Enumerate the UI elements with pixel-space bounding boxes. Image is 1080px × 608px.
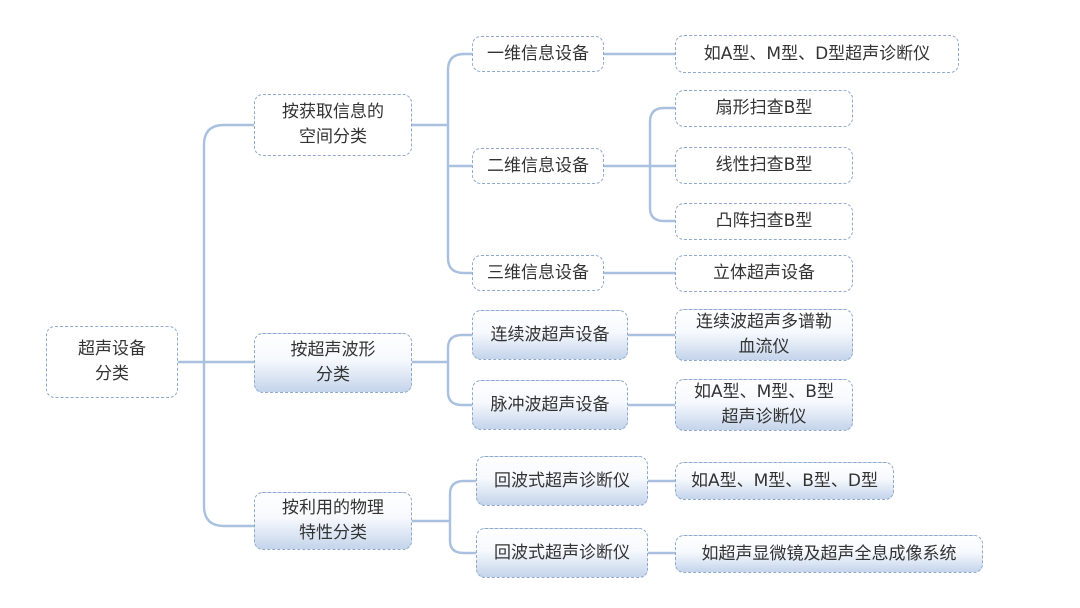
subcategory-label: 脉冲波超声设备 xyxy=(490,394,610,415)
subcategory-continuous-wave: 连续波超声设备 xyxy=(472,310,628,360)
subcategory-1d: 一维信息设备 xyxy=(472,36,604,72)
subcategory-3d: 三维信息设备 xyxy=(472,255,604,291)
subcategory-label: 回波式超声诊断仪 xyxy=(494,542,630,563)
leaf-label: 凸阵扫查B型 xyxy=(715,211,813,231)
leaf-echo-examples: 如A型、M型、B型、D型 xyxy=(675,462,894,500)
leaf-stereo-ultrasound: 立体超声设备 xyxy=(675,255,853,292)
category-physical: 按利用的物理 特性分类 xyxy=(254,492,412,550)
leaf-label: 连续波超声多谱勒 血流仪 xyxy=(696,312,832,357)
leaf-label: 如A型、M型、D型超声诊断仪 xyxy=(703,43,931,64)
category-waveform: 按超声波形 分类 xyxy=(254,333,412,393)
leaf-label: 线性扫查B型 xyxy=(715,155,813,175)
category-label: 按获取信息的 空间分类 xyxy=(282,102,384,147)
leaf-doppler-flowmeter: 连续波超声多谱勒 血流仪 xyxy=(675,309,853,361)
leaf-label: 立体超声设备 xyxy=(713,263,815,283)
subcategory-pulse-wave: 脉冲波超声设备 xyxy=(472,380,628,430)
subcategory-label: 回波式超声诊断仪 xyxy=(494,470,630,491)
leaf-sector-scan: 扇形扫查B型 xyxy=(675,90,853,127)
category-spatial: 按获取信息的 空间分类 xyxy=(254,94,412,156)
leaf-label: 扇形扫查B型 xyxy=(715,98,813,118)
leaf-pulse-examples: 如A型、M型、B型 超声诊断仪 xyxy=(675,379,853,431)
leaf-label: 如A型、M型、B型 超声诊断仪 xyxy=(694,382,834,427)
root-label: 超声设备 分类 xyxy=(78,339,146,384)
subcategory-label: 三维信息设备 xyxy=(487,262,589,283)
subcategory-2d: 二维信息设备 xyxy=(472,148,604,184)
subcategory-echo-1: 回波式超声诊断仪 xyxy=(476,456,648,506)
leaf-label: 如A型、M型、B型、D型 xyxy=(690,470,879,491)
category-label: 按利用的物理 特性分类 xyxy=(282,498,384,543)
subcategory-label: 一维信息设备 xyxy=(487,43,589,64)
leaf-1d-examples: 如A型、M型、D型超声诊断仪 xyxy=(675,35,959,73)
subcategory-label: 连续波超声设备 xyxy=(490,324,610,345)
leaf-microscope-holography: 如超声显微镜及超声全息成像系统 xyxy=(675,535,983,573)
subcategory-echo-2: 回波式超声诊断仪 xyxy=(476,528,648,578)
subcategory-label: 二维信息设备 xyxy=(487,155,589,176)
category-label: 按超声波形 分类 xyxy=(290,340,376,385)
leaf-convex-scan: 凸阵扫查B型 xyxy=(675,203,853,240)
leaf-label: 如超声显微镜及超声全息成像系统 xyxy=(701,543,957,564)
root-node: 超声设备 分类 xyxy=(46,326,178,398)
leaf-linear-scan: 线性扫查B型 xyxy=(675,147,853,184)
